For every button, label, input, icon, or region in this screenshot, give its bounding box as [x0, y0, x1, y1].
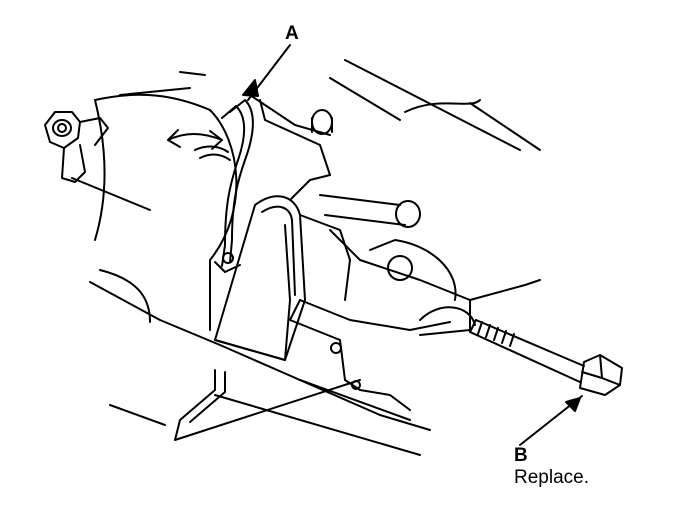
pivot-shaft	[311, 109, 421, 228]
callout-letter-b: B	[514, 445, 528, 466]
callout-leaders	[242, 44, 583, 446]
retaining-clip	[194, 99, 254, 273]
lower-mount-plate	[289, 229, 541, 411]
housing-outline	[89, 59, 541, 431]
callout-letter-a: A	[285, 23, 299, 44]
callout-note-replace: Replace.	[514, 467, 589, 488]
lower-rail	[109, 369, 421, 456]
double-headed-arrow-icon	[167, 129, 223, 150]
mount-bracket	[214, 94, 351, 361]
mounting-bolt	[469, 319, 623, 396]
stud-fitting-left	[44, 111, 151, 211]
